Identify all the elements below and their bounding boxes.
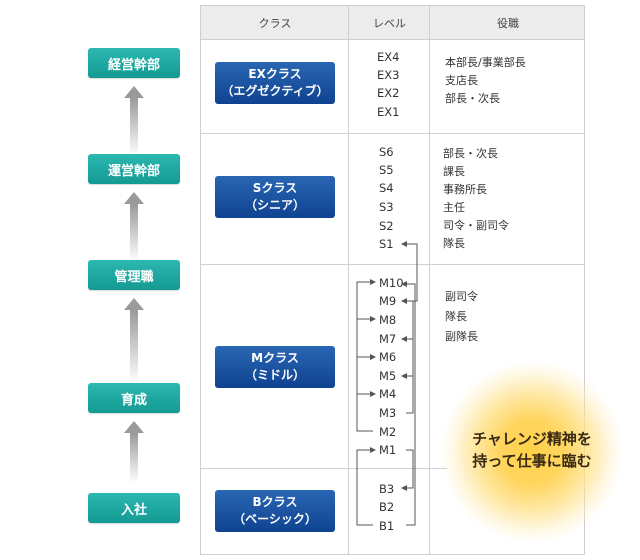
level-m7: M7 [379, 332, 397, 346]
role-item: 事務所長 [443, 183, 487, 196]
role-item: 部長・次長 [445, 92, 500, 105]
class-box-b: Bクラス （ベーシック） [215, 490, 335, 532]
class-subname: （ミドル） [244, 368, 305, 382]
challenge-badge-glow [442, 362, 622, 542]
stage-operations-manager: 運営幹部 [88, 154, 180, 184]
role-item: 課長 [443, 165, 465, 178]
role-item: 本部長/事業部長 [445, 56, 526, 69]
class-box-ex: EXクラス （エグゼクティブ） [215, 62, 335, 104]
role-item: 司令・副司令 [443, 219, 509, 232]
stage-label: 入社 [120, 502, 147, 518]
level-m4: M4 [379, 387, 397, 401]
level-m3: M3 [379, 406, 397, 420]
stage-training: 育成 [88, 383, 180, 413]
class-name: Sクラス [252, 181, 298, 195]
level-m10: M10 [379, 276, 404, 290]
roles-ex: 本部長/事業部長 支店長 部長・次長 [445, 54, 526, 108]
class-name: Bクラス [252, 495, 298, 509]
class-box-s: Sクラス （シニア） [215, 176, 335, 218]
stage-label: 経営幹部 [107, 57, 160, 73]
stage-label: 育成 [120, 392, 147, 408]
stage-label: 運営幹部 [107, 163, 160, 179]
level-s5: S5 [379, 163, 394, 177]
class-level-table: クラス レベル 役職 EXクラス （エグゼクティブ） EX4 EX3 EX2 E… [200, 5, 585, 555]
level-b3: B3 [379, 482, 395, 496]
up-arrow-icon [124, 86, 144, 156]
stage-executive: 経営幹部 [88, 48, 180, 78]
role-item: 支店長 [445, 74, 478, 87]
class-subname: （シニア） [244, 198, 305, 212]
level-m8: M8 [379, 313, 397, 327]
roles-s: 部長・次長 課長 事務所長 主任 司令・副司令 隊長 [443, 145, 509, 253]
level-ex1: EX1 [377, 105, 400, 119]
badge-line-2: 持って仕事に臨む [472, 452, 592, 470]
badge-line-1: チャレンジ精神を [472, 430, 592, 448]
level-s4: S4 [379, 181, 394, 195]
level-ex3: EX3 [377, 68, 400, 82]
level-s2: S2 [379, 219, 394, 233]
role-item: 副隊長 [445, 330, 478, 343]
header-level: レベル [373, 17, 406, 30]
level-ex4: EX4 [377, 50, 400, 64]
role-item: 主任 [443, 201, 465, 214]
class-name: EXクラス [248, 67, 302, 81]
level-ex2: EX2 [377, 86, 400, 100]
header-role: 役職 [497, 17, 519, 30]
level-m6: M6 [379, 350, 397, 364]
level-b2: B2 [379, 500, 395, 514]
class-subname: （ベーシック） [233, 512, 317, 526]
stage-entry: 入社 [88, 493, 180, 523]
class-subname: （エグゼクティブ） [221, 84, 329, 98]
role-item: 部長・次長 [443, 147, 498, 160]
up-arrow-icon [124, 421, 144, 483]
role-item: 隊長 [445, 310, 467, 323]
up-arrow-icon [124, 192, 144, 262]
level-b1: B1 [379, 519, 395, 533]
header-class: クラス [258, 17, 292, 30]
table-header: クラス レベル 役職 [201, 6, 584, 40]
stage-management: 管理職 [88, 260, 180, 290]
role-item: 副司令 [445, 290, 478, 303]
challenge-badge: チャレンジ精神を 持って仕事に臨む [452, 428, 612, 472]
level-m1: M1 [379, 443, 397, 457]
stage-label: 管理職 [114, 269, 154, 285]
level-s6: S6 [379, 145, 394, 159]
level-s1: S1 [379, 237, 394, 251]
roles-m: 副司令 隊長 副隊長 [445, 288, 478, 348]
level-m9: M9 [379, 294, 397, 308]
role-item: 隊長 [443, 237, 465, 250]
class-name: Mクラス [251, 351, 299, 365]
class-box-m: Mクラス （ミドル） [215, 346, 335, 388]
level-m2: M2 [379, 425, 397, 439]
up-arrow-icon [124, 298, 144, 384]
level-m5: M5 [379, 369, 397, 383]
level-progression-connectors [356, 241, 418, 526]
level-s3: S3 [379, 200, 394, 214]
